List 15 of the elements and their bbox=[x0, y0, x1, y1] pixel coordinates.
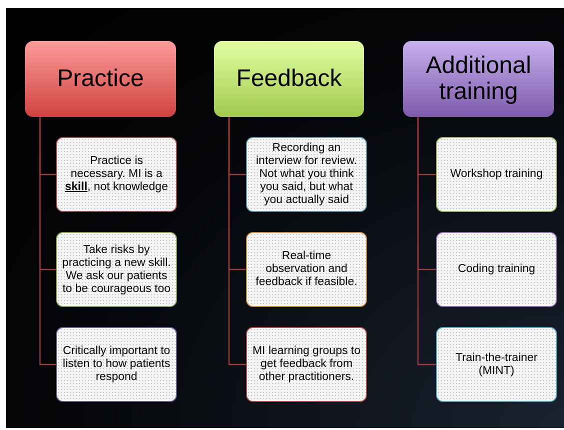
item-box: Coding training bbox=[436, 232, 557, 307]
item-box: Workshop training bbox=[436, 137, 557, 212]
item-box: Critically important to listen to how patients respond bbox=[56, 327, 177, 402]
category-box: Practice bbox=[25, 41, 176, 117]
item-box: MI learning groups to get feedback from other practitioners. bbox=[246, 327, 367, 402]
item-box: Recording an interview for review. Not what you think you said, but what you actually said bbox=[246, 137, 367, 212]
item-box: Train-the-trainer (MINT) bbox=[436, 327, 557, 402]
connector-line bbox=[39, 117, 56, 366]
connector-line bbox=[417, 117, 436, 366]
item-box: Take risks by practicing a new skill. We ask our patients to be courageous too bbox=[56, 232, 177, 307]
connector-line bbox=[228, 117, 246, 366]
item-box: Real-time observation and feedback if feasible. bbox=[246, 232, 367, 307]
category-box: Feedback bbox=[214, 41, 364, 117]
item-box: Practice is necessary. MI is a skill, not knowledge bbox=[56, 137, 177, 212]
category-box: Additional training bbox=[403, 41, 554, 117]
